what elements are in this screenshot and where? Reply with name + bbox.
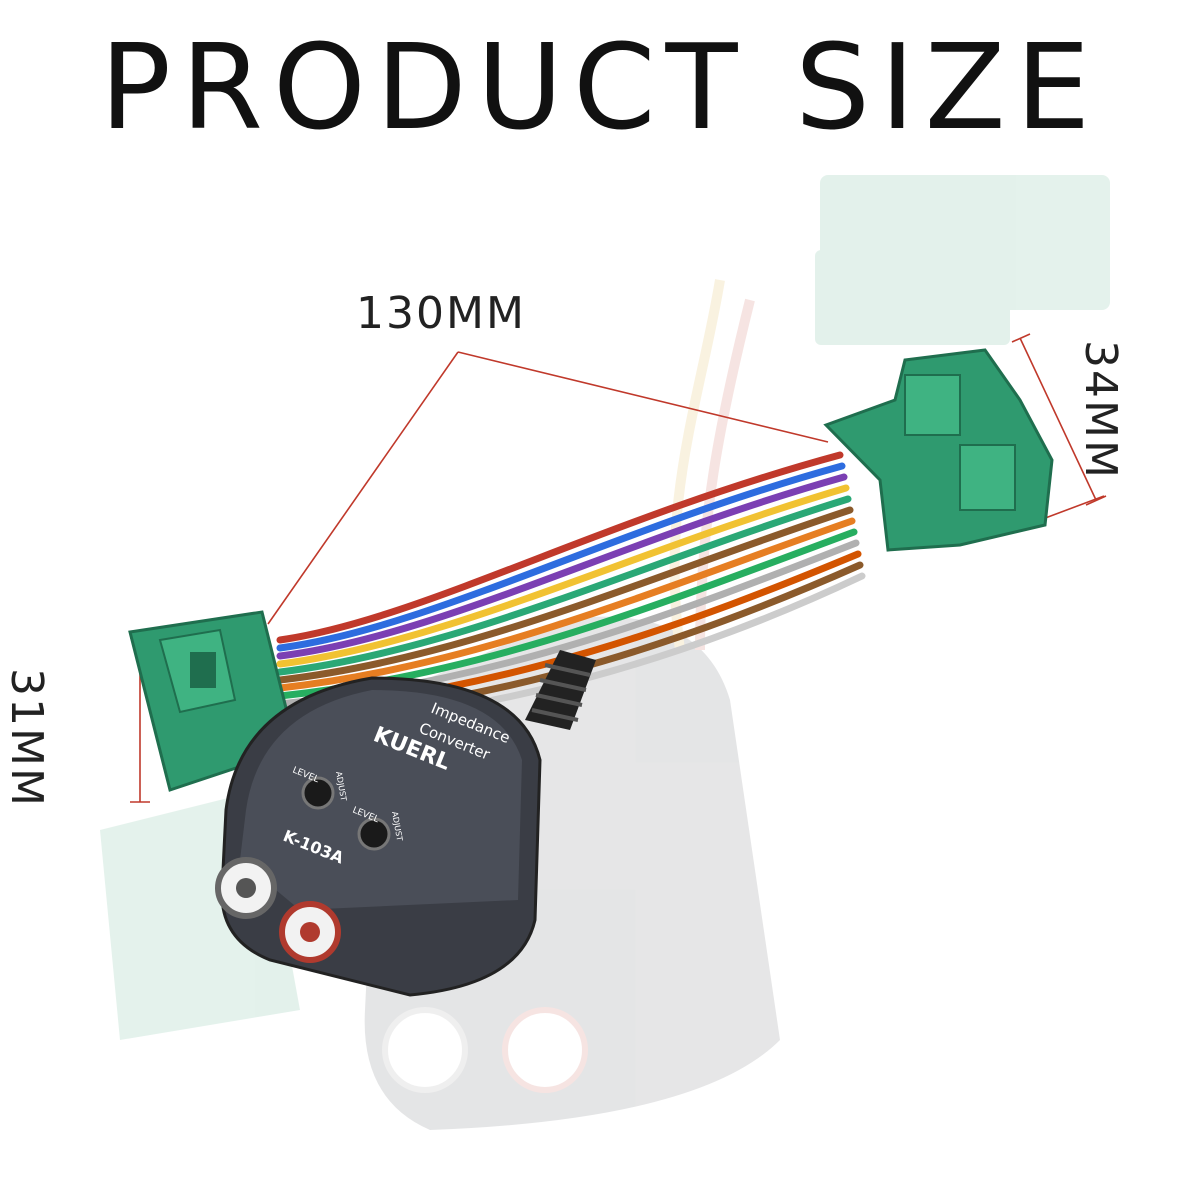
dimension-lines [130,333,1107,803]
left-connector-dimension-label: 31MM [1,668,52,808]
right-connector [823,348,1054,552]
length-dimension-label: 130MM [356,288,526,339]
right-connector-dimension-label: 34MM [1075,340,1126,480]
cable-boot [525,650,596,730]
page-title: PRODUCT SIZE [99,18,1101,156]
converter-housing [215,676,542,997]
